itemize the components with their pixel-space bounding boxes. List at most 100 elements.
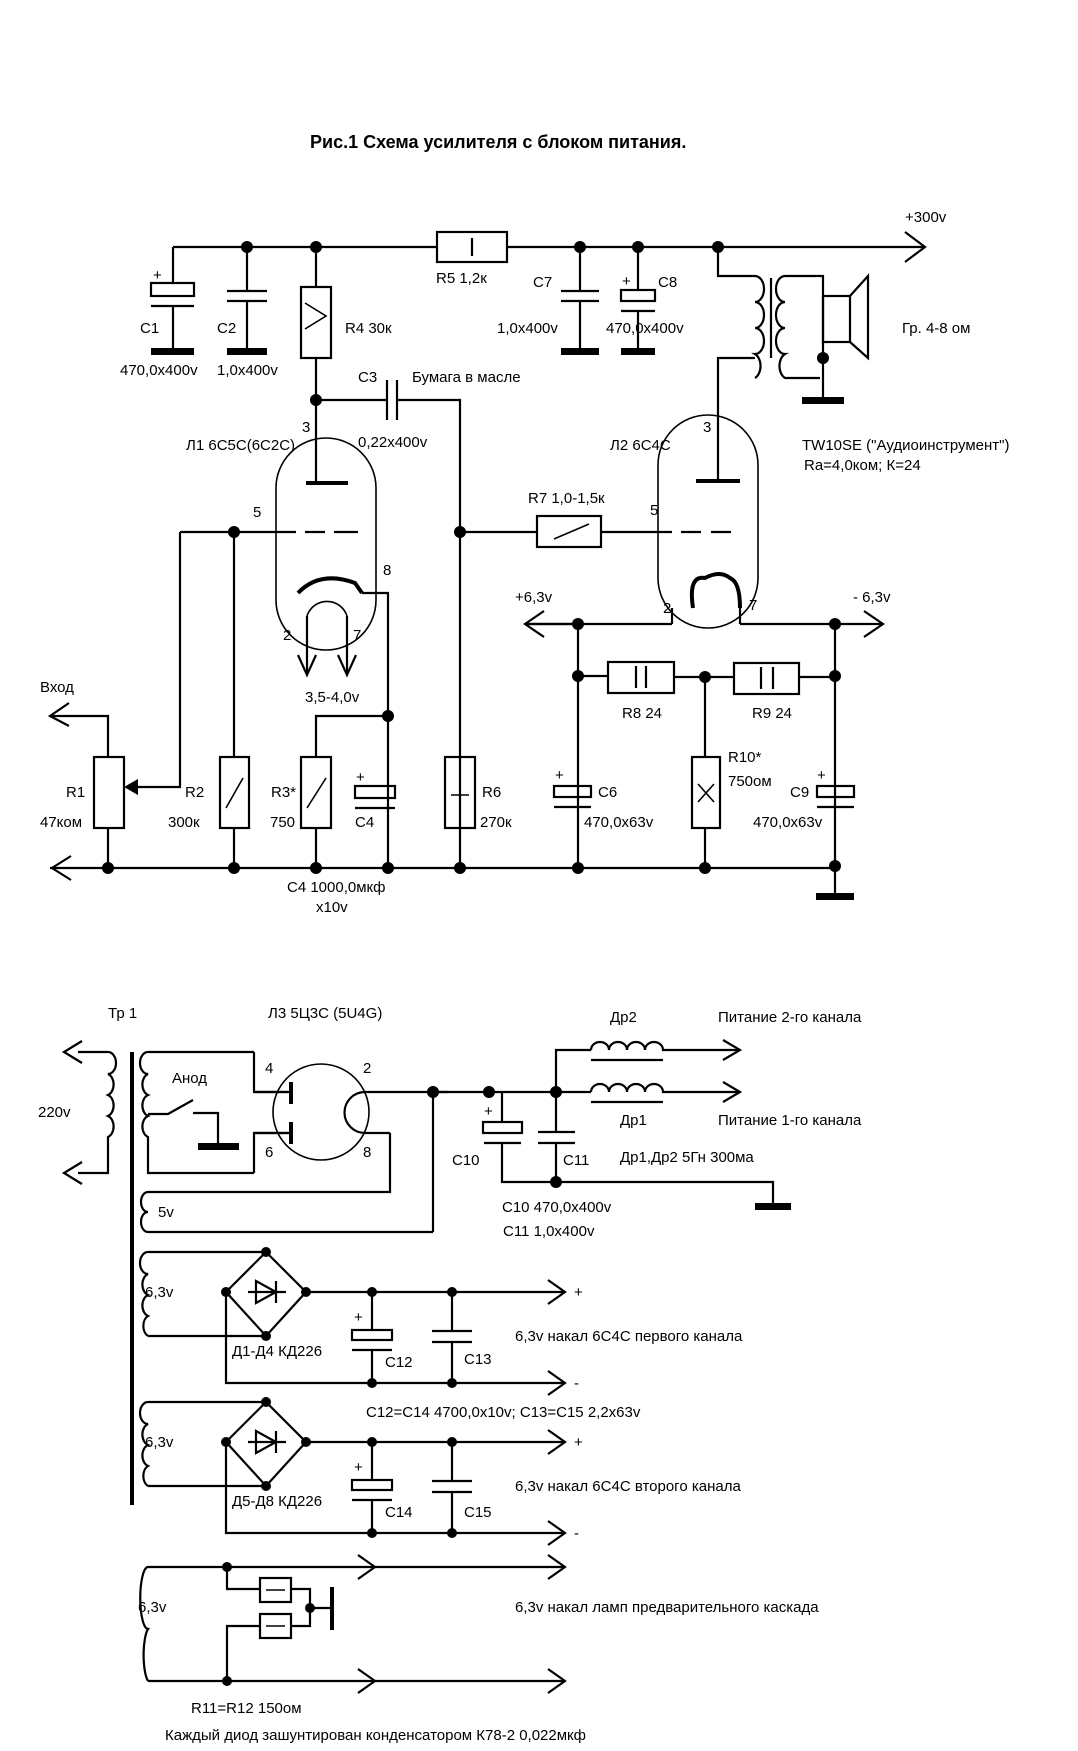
- tube1-pin-cathode: 8: [383, 562, 391, 579]
- rectifier-name: Л3 5Ц3С (5U4G): [268, 1005, 382, 1022]
- mains-label: 220v: [38, 1104, 71, 1121]
- output-ch1-label: Питание 1-го канала: [718, 1112, 862, 1129]
- winding-5v-label: 5v: [158, 1204, 174, 1221]
- svg-text:+: +: [354, 1459, 363, 1476]
- ground-rail: [49, 855, 835, 881]
- preamp-heater-supply: [139, 1554, 567, 1694]
- rectifier-pin-8: 8: [363, 1144, 371, 1161]
- tube2-pin-grid: 5: [650, 502, 658, 519]
- c8-name: C8: [658, 274, 677, 291]
- c4-note-line1: C4 1000,0мкф: [287, 879, 385, 896]
- c8-capacitor: +: [619, 247, 657, 355]
- c10-value: C10 470,0x400v: [502, 1199, 612, 1216]
- c4-name: C4: [355, 814, 374, 831]
- bridge1-plus: +: [574, 1284, 583, 1301]
- output-transformer: [716, 247, 844, 448]
- choke-dr2-label: Др2: [610, 1009, 637, 1026]
- tube1-name: Л1 6С5С(6С2С): [186, 437, 295, 454]
- c7-value: 1,0x400v: [497, 320, 558, 337]
- footnote: Каждый диод зашунтирован конденсатором К…: [165, 1727, 586, 1744]
- bridge1-minus: -: [574, 1375, 579, 1392]
- ground-symbol: [198, 1143, 239, 1150]
- ground-symbol: [227, 348, 267, 355]
- tube1-pin-grid: 5: [253, 504, 261, 521]
- preamp-resistors-label: R11=R12 150ом: [191, 1700, 302, 1717]
- tube2-triode: [525, 414, 865, 629]
- r4-resistor: [299, 247, 333, 406]
- tube1-pin-heater-b: 7: [353, 627, 361, 644]
- figure-title: Рис.1 Схема усилителя с блоком питания.: [310, 132, 686, 152]
- c7-capacitor: [561, 247, 599, 355]
- rectifier-pin-2: 2: [363, 1060, 371, 1077]
- c3-name: C3: [358, 369, 377, 386]
- r2-resistor: [218, 532, 251, 868]
- r10-name: R10*: [728, 749, 762, 766]
- c9-value: 470,0x63v: [753, 814, 823, 831]
- r2-name: R2: [185, 784, 204, 801]
- r2-value: 300к: [168, 814, 200, 831]
- bridge1-output-label: 6,3v накал 6С4С первого канала: [515, 1328, 743, 1345]
- anode-switch-label[interactable]: Анод: [172, 1070, 207, 1087]
- tube2-name: Л2 6С4С: [610, 437, 671, 454]
- power-transformer-name: Тр 1: [108, 1005, 137, 1022]
- choke-dr1-label: Др1: [620, 1112, 647, 1129]
- c2-value: 1,0x400v: [217, 362, 278, 379]
- bridge1-cap-b: C13: [464, 1351, 492, 1368]
- r1-value: 47ком: [40, 814, 82, 831]
- r9-label: R9 24: [752, 705, 792, 722]
- ground-symbol: [802, 397, 844, 404]
- power-transformer: [61, 1040, 433, 1505]
- heater-plus-label: +6,3v: [515, 589, 553, 606]
- bridge1-cap-a: C12: [385, 1354, 413, 1371]
- hv-filter: +: [433, 1039, 791, 1210]
- svg-text:+: +: [555, 767, 564, 784]
- tube2-pin-anode: 3: [703, 419, 711, 436]
- c2-name: C2: [217, 320, 236, 337]
- r1-name: R1: [66, 784, 85, 801]
- c7-name: C7: [533, 274, 552, 291]
- speaker-label: Гр. 4-8 ом: [902, 320, 970, 337]
- input-label: Вход: [40, 679, 74, 696]
- c11-value: C11 1,0x400v: [503, 1223, 595, 1240]
- ground-symbol: [151, 348, 194, 355]
- rectifier-tube: [254, 1063, 448, 1232]
- r7-resistor: [460, 514, 658, 549]
- c9-name: C9: [790, 784, 809, 801]
- rectifier-pin-6: 6: [265, 1144, 273, 1161]
- preamp-winding-label: 6,3v: [138, 1599, 167, 1616]
- tube2-pin-heater-b: 7: [749, 597, 757, 614]
- transformer-spec: Ra=4,0ком; К=24: [804, 457, 921, 474]
- c2-capacitor: [227, 247, 267, 355]
- ground-symbol: [621, 348, 655, 355]
- r1-potentiometer[interactable]: [92, 532, 182, 868]
- svg-text:+: +: [356, 769, 365, 786]
- svg-text:+: +: [484, 1103, 493, 1120]
- bridge1-winding: 6,3v: [145, 1284, 174, 1301]
- r6-name: R6: [482, 784, 501, 801]
- input-connector[interactable]: [47, 702, 110, 757]
- r4-label: R4 30к: [345, 320, 392, 337]
- svg-text:+: +: [354, 1309, 363, 1326]
- c8-value: 470,0x400v: [606, 320, 684, 337]
- choke-value: Др1,Др2 5Гн 300ма: [620, 1149, 754, 1166]
- r10-value: 750ом: [728, 773, 772, 790]
- bridge2-output-label: 6,3v накал 6С4С второго канала: [515, 1478, 741, 1495]
- ground-symbol: [816, 893, 854, 900]
- bridge2-winding: 6,3v: [145, 1434, 174, 1451]
- r6-value: 270к: [480, 814, 512, 831]
- c6-name: C6: [598, 784, 617, 801]
- bridge1-diodes: Д1-Д4 КД226: [232, 1343, 322, 1360]
- svg-text:+: +: [622, 273, 631, 290]
- capacitor-values-note: C12=C14 4700,0x10v; C13=C15 2,2x63v: [366, 1404, 641, 1421]
- r3-name: R3*: [271, 784, 296, 801]
- c1-name: C1: [140, 320, 159, 337]
- heater-network: + +: [523, 610, 885, 900]
- speaker-icon: [821, 273, 870, 361]
- bridge-rectifier-2: +: [138, 1397, 567, 1546]
- bridge2-minus: -: [574, 1525, 579, 1542]
- r6-resistor: [443, 755, 477, 830]
- c11-label: C11: [563, 1152, 589, 1169]
- c1-capacitor: +: [149, 247, 196, 355]
- r5-label: R5 1,2к: [436, 270, 487, 287]
- c3-value: 0,22x400v: [358, 434, 428, 451]
